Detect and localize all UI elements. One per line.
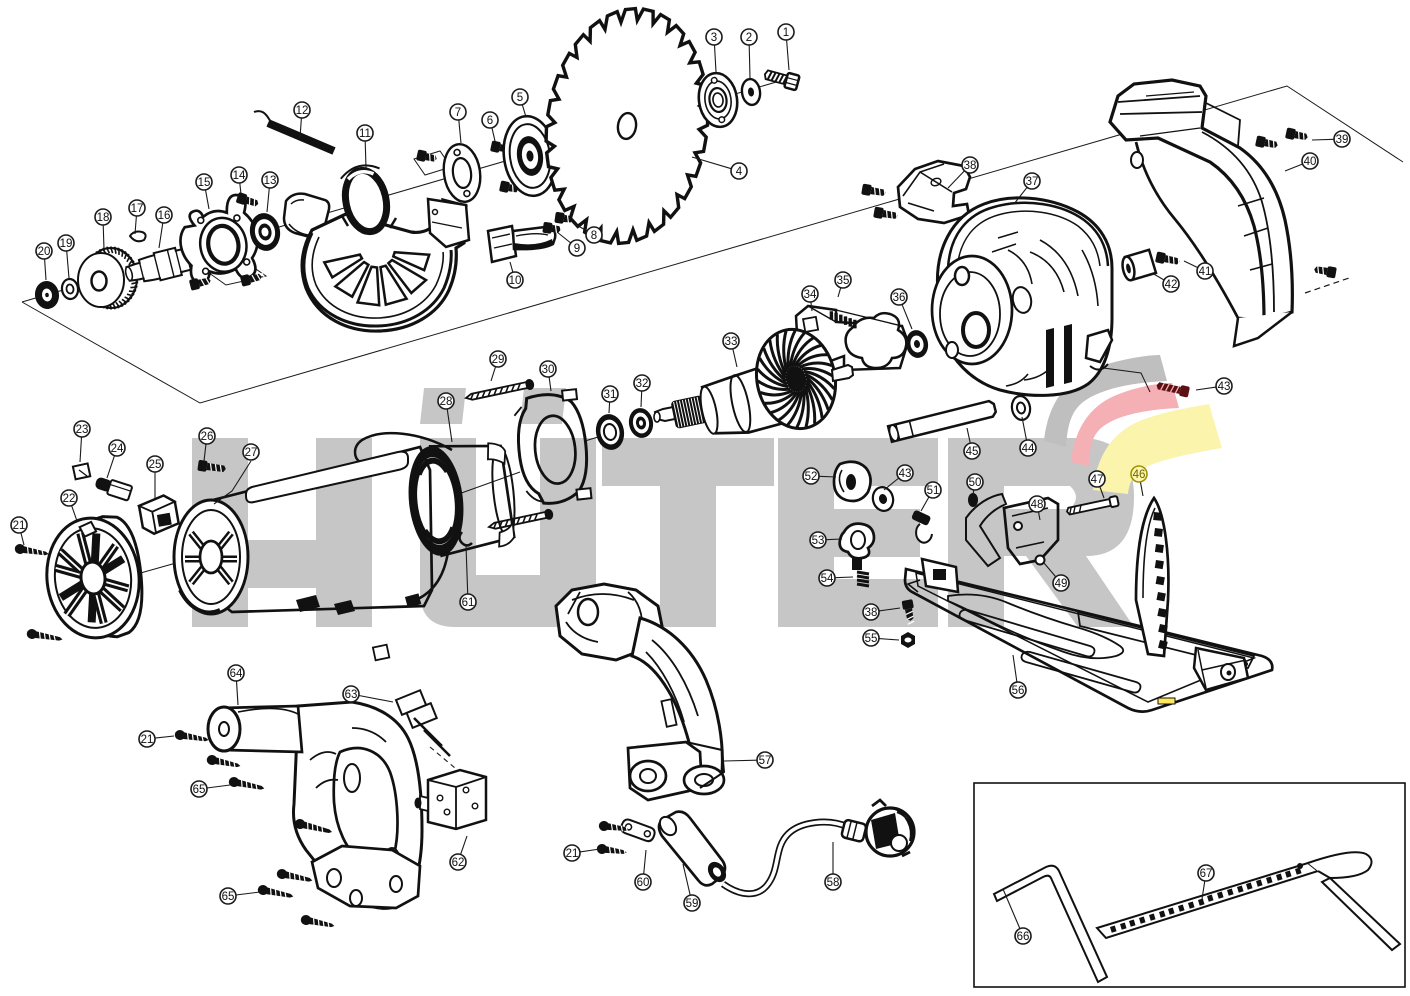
svg-text:15: 15 [198,177,211,189]
svg-text:61: 61 [462,597,475,609]
svg-text:3: 3 [711,32,717,44]
svg-text:56: 56 [1012,685,1025,697]
svg-text:65: 65 [193,784,206,796]
svg-text:16: 16 [158,210,171,222]
svg-text:44: 44 [1022,443,1035,455]
svg-text:31: 31 [604,389,617,401]
svg-text:2: 2 [746,32,752,44]
svg-text:39: 39 [1336,134,1349,146]
svg-text:34: 34 [804,289,817,301]
svg-text:20: 20 [38,246,51,258]
svg-text:21: 21 [141,734,154,746]
svg-text:24: 24 [111,443,124,455]
svg-text:38: 38 [865,607,878,619]
svg-text:36: 36 [893,292,906,304]
svg-text:49: 49 [1055,578,1068,590]
svg-text:42: 42 [1165,279,1178,291]
svg-text:11: 11 [359,128,371,140]
svg-text:46: 46 [1133,469,1146,481]
svg-text:28: 28 [440,396,453,408]
svg-text:12: 12 [296,105,309,117]
svg-text:1: 1 [783,27,789,39]
svg-text:60: 60 [637,877,650,889]
svg-text:57: 57 [759,755,772,767]
svg-text:43: 43 [1218,381,1231,393]
svg-text:23: 23 [76,424,89,436]
svg-text:40: 40 [1304,156,1317,168]
svg-text:27: 27 [245,447,258,459]
svg-text:59: 59 [686,898,699,910]
svg-text:41: 41 [1199,266,1212,278]
svg-text:9: 9 [574,243,580,255]
svg-text:6: 6 [487,115,493,127]
svg-text:4: 4 [736,166,743,178]
svg-text:10: 10 [509,275,522,287]
svg-text:22: 22 [63,493,76,505]
svg-text:58: 58 [827,877,840,889]
svg-text:18: 18 [97,212,110,224]
svg-text:26: 26 [201,431,214,443]
svg-text:66: 66 [1017,931,1030,943]
svg-text:19: 19 [60,238,73,250]
svg-text:53: 53 [812,535,825,547]
svg-text:29: 29 [492,354,505,366]
svg-text:25: 25 [149,459,162,471]
svg-text:64: 64 [230,668,243,680]
svg-text:35: 35 [837,275,850,287]
svg-text:5: 5 [517,92,523,104]
svg-text:13: 13 [264,175,277,187]
svg-text:43: 43 [899,468,912,480]
svg-text:63: 63 [345,689,358,701]
svg-text:51: 51 [927,485,940,497]
svg-text:14: 14 [233,170,246,182]
svg-text:8: 8 [591,230,597,242]
svg-text:17: 17 [131,203,144,215]
svg-text:48: 48 [1031,499,1044,511]
svg-text:33: 33 [725,336,738,348]
svg-text:62: 62 [452,857,465,869]
svg-text:67: 67 [1200,868,1213,880]
svg-text:55: 55 [865,633,878,645]
svg-text:38: 38 [964,160,977,172]
svg-text:54: 54 [821,573,834,585]
svg-text:7: 7 [455,107,461,119]
svg-text:50: 50 [969,477,982,489]
svg-text:21: 21 [566,848,579,860]
svg-text:32: 32 [636,378,649,390]
svg-text:30: 30 [542,364,555,376]
svg-text:52: 52 [805,471,818,483]
svg-text:37: 37 [1026,176,1039,188]
svg-text:21: 21 [13,520,26,532]
svg-text:45: 45 [966,446,979,458]
svg-text:47: 47 [1091,474,1104,486]
svg-text:65: 65 [222,891,235,903]
